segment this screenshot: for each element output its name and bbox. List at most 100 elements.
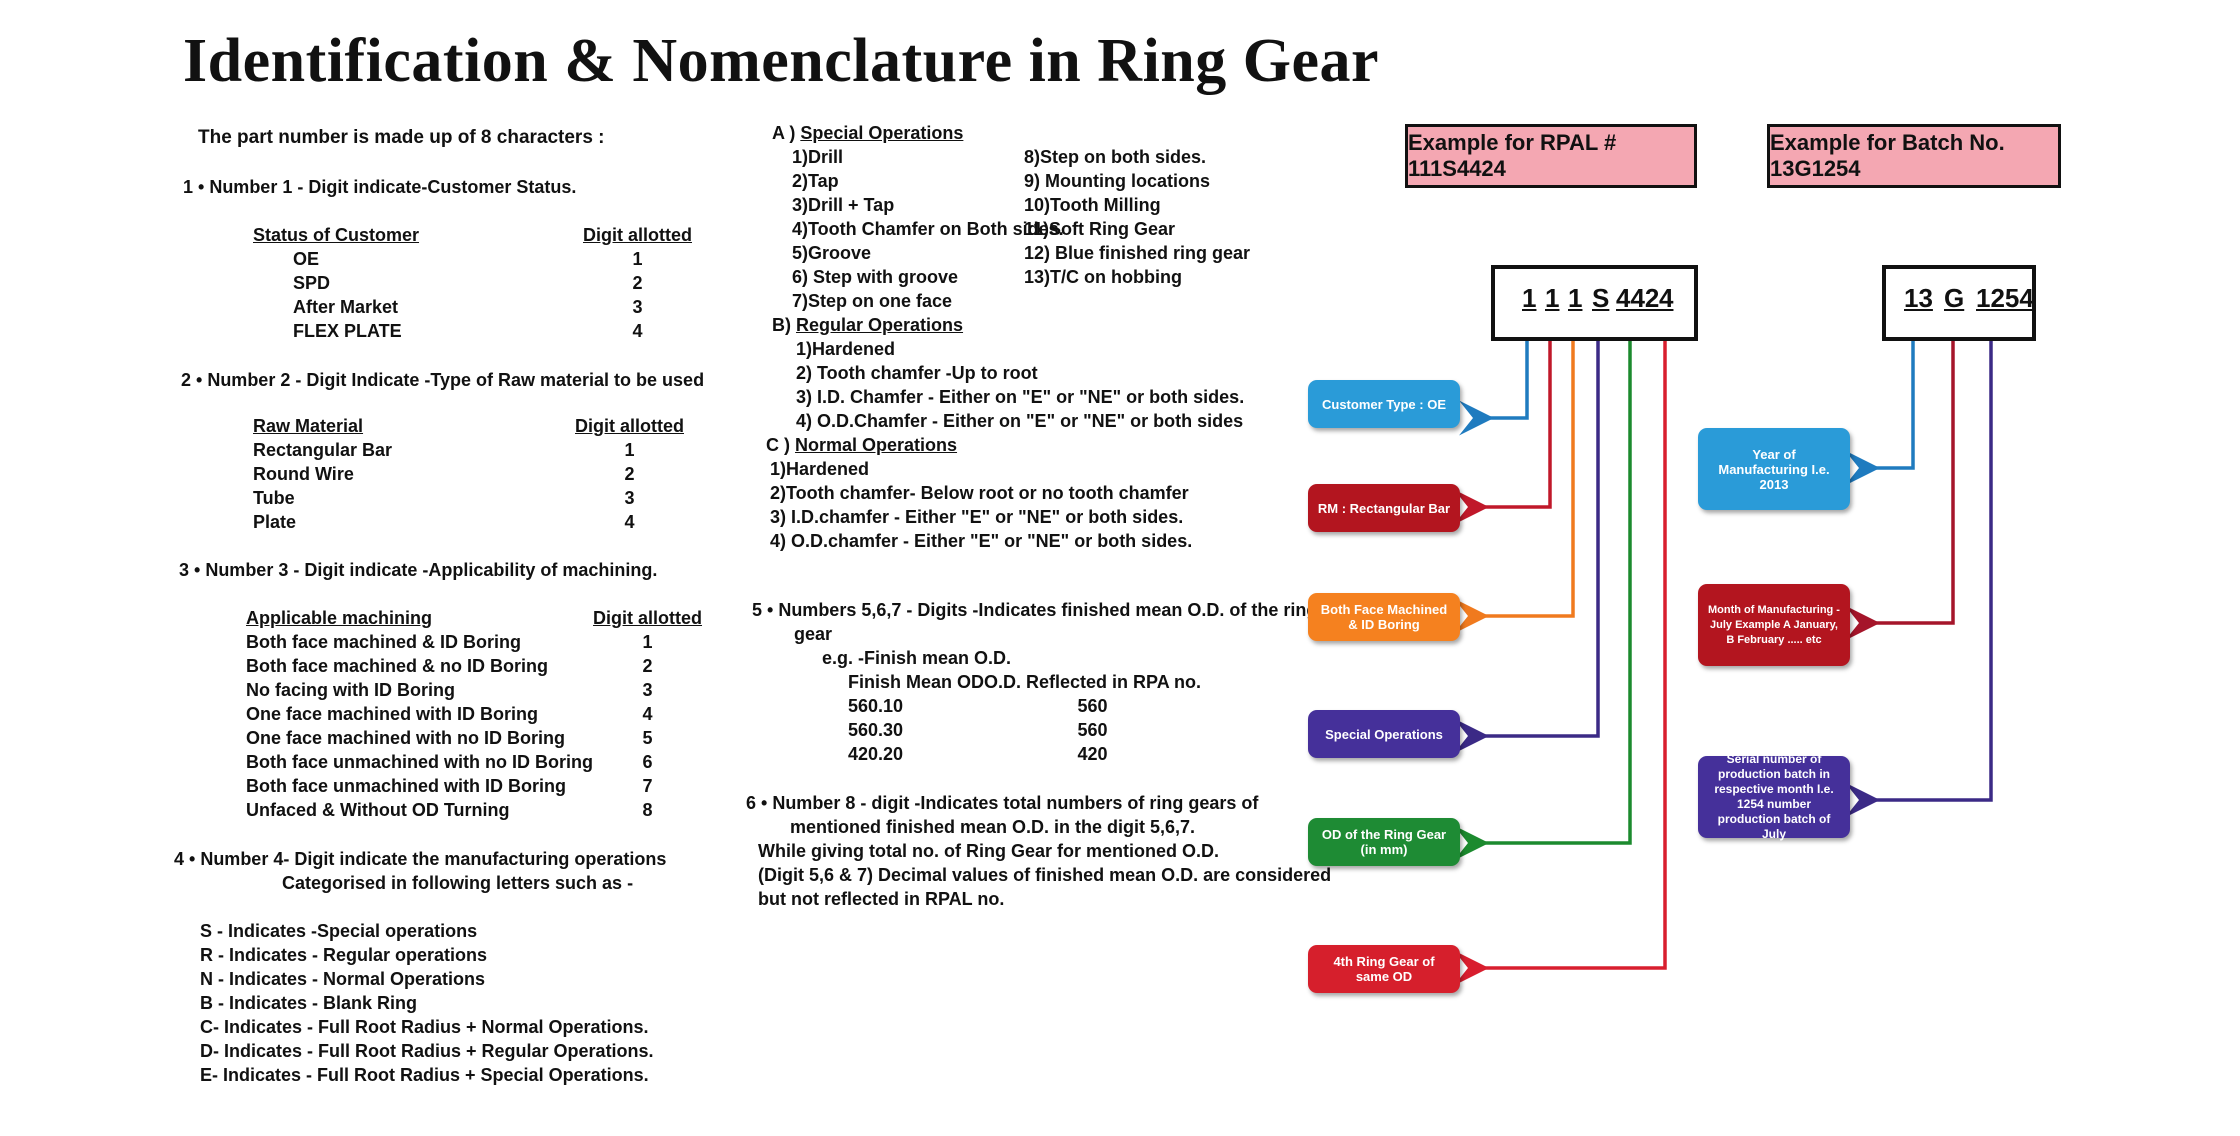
table-header: O.D. Reflected in RPA no. [984,671,1202,692]
arrow-digit2 [1454,322,1552,525]
rpal-digit: 1 [1545,283,1560,313]
special-operations-list-left: 1)Drill 2)Tap 3)Drill + Tap 4)Tooth Cham… [792,145,1064,313]
list-item: 3) I.D. Chamfer - Either on "E" or "NE" … [796,387,1245,407]
table-header: Raw Material [253,415,364,436]
list-item: D- Indicates - Full Root Radius + Regula… [200,1041,654,1061]
number4-heading: 4 • Number 4- Digit indicate the manufac… [174,849,667,869]
rpal-digit: 4 [1659,283,1674,313]
arrow-digit4 [1454,322,1600,754]
list-item: B - Indicates - Blank Ring [200,993,418,1013]
batch-digit: 13 [1904,283,1933,313]
batch-example-label: Example for Batch No. 13G1254 [1767,124,2061,188]
raw-material-pill: RM : Rectangular Bar [1308,484,1460,532]
ring-gear-od-pill: OD of the Ring Gear (in mm) [1308,818,1460,866]
arrow-month [1845,322,1955,641]
example-label: e.g. -Finish mean O.D. [822,648,1012,668]
list-item: 13)T/C on hobbing [1024,267,1182,287]
list-item: 2)Tooth chamfer- Below root or no tooth … [770,483,1189,503]
list-item: 10)Tooth Milling [1024,195,1161,215]
special-operations-heading: A ) Special Operations [772,123,964,143]
rpal-digit: 1 [1568,283,1583,313]
list-item: 4) O.D.Chamfer - Either on "E" or "NE" o… [796,411,1244,431]
rpal-example-label: Example for RPAL # 111S4424 [1405,124,1697,188]
table-header: Finish Mean OD [848,671,985,692]
list-item: 12) Blue finished ring gear [1024,243,1251,263]
rpal-digit: 442 [1616,283,1660,313]
list-item: 7)Step on one face [792,291,953,311]
normal-operations-list: 1)Hardened 2)Tooth chamfer- Below root o… [770,457,1192,553]
arrow-digit3 [1454,322,1575,634]
list-item: S - Indicates -Special operations [200,921,478,941]
list-item: 9) Mounting locations [1024,171,1210,191]
batch-digit: 1254 [1976,283,2034,313]
list-item: 5)Groove [792,243,872,263]
ring-gear-count-pill: 4th Ring Gear of same OD [1308,945,1460,993]
normal-operations-heading: C ) Normal Operations [766,435,958,455]
year-pill: Year of Manufacturing I.e. 2013 [1698,428,1850,510]
table-header: Status of Customer [253,224,420,245]
list-item: 4)Tooth Chamfer on Both sides. [792,219,1064,239]
list-item: but not reflected in RPAL no. [758,889,1005,909]
batch-code-box: 13 G 1254 [1882,265,2036,341]
list-item: 4) O.D.chamfer - Either "E" or "NE" or b… [770,531,1193,551]
machining-pill: Both Face Machined & ID Boring [1308,593,1460,641]
table-header: Digit allotted [583,224,692,245]
list-item: 6) Step with groove [792,267,959,287]
list-item: 8)Step on both sides. [1024,147,1207,167]
list-item: 11)Soft Ring Gear [1024,219,1176,239]
intro-text: The part number is made up of 8 characte… [198,127,605,148]
number4-subheading: Categorised in following letters such as… [282,873,634,893]
number6-block: 6 • Number 8 - digit -Indicates total nu… [746,791,1331,911]
list-item: N - Indicates - Normal Operations [200,969,486,989]
list-item: R - Indicates - Regular operations [200,945,488,965]
operation-letter-list: S - Indicates -Special operations R - In… [200,919,654,1087]
table-header: Digit allotted [593,607,703,628]
special-operations-pill: Special Operations [1308,710,1460,758]
arrow-digit1 [1459,322,1529,436]
arrow-serial [1845,322,1993,818]
rpal-digit: 1 [1522,283,1537,313]
number3-heading: 3 • Number 3 - Digit indicate -Applicabi… [179,560,658,580]
regular-operations-heading: B) Regular Operations [772,315,964,335]
list-item: 1)Hardened [770,459,870,479]
list-item: 2)Tap [792,171,839,191]
page-title: Identification & Nomenclature in Ring Ge… [183,27,1380,95]
list-item: 3)Drill + Tap [792,195,895,215]
arrow-digit8 [1454,322,1667,986]
arrow-digits5-7 [1454,322,1632,861]
list-item: While giving total no. of Ring Gear for … [758,841,1219,861]
special-operations-list-right: 8)Step on both sides. 9) Mounting locati… [1024,145,1250,289]
raw-material-table: Raw Material Digit allotted Rectangular B… [253,414,684,534]
list-item: 2) Tooth chamfer -Up to root [796,363,1038,383]
list-item: 6 • Number 8 - digit -Indicates total nu… [746,793,1259,813]
month-pill: Month of Manufacturing - July Example A … [1698,584,1850,666]
regular-operations-list: 1)Hardened 2) Tooth chamfer -Up to root … [796,337,1244,433]
batch-digit: G [1944,283,1965,313]
table-header: Digit allotted [575,415,684,436]
number5-subheading: gear [794,624,833,644]
arrow-year [1845,322,1915,486]
table-header: Applicable machining [246,607,433,628]
number5-heading: 5 • Numbers 5,6,7 - Digits -Indicates fi… [752,600,1318,620]
